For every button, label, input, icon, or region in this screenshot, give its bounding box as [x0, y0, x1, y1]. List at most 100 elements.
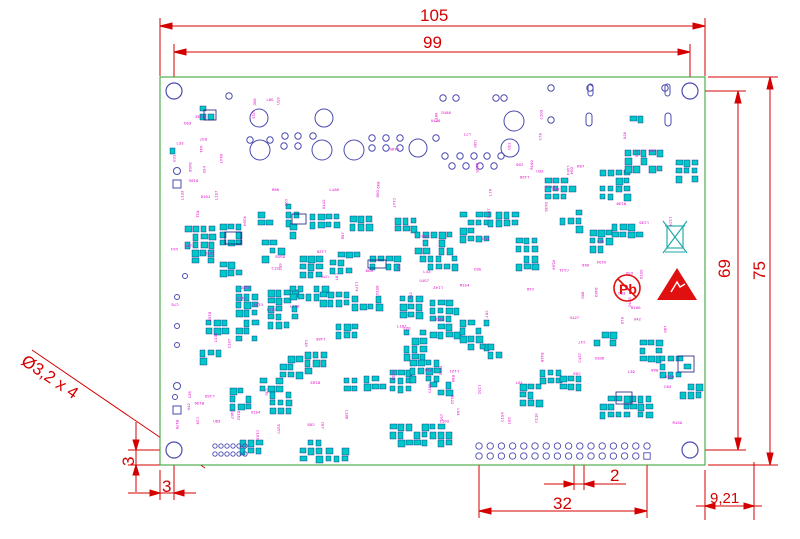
svg-text:U132: U132 — [195, 113, 205, 117]
svg-text:C47: C47 — [578, 339, 586, 343]
svg-text:D34: D34 — [568, 167, 572, 175]
svg-text:C93: C93 — [283, 199, 287, 207]
dim-connector-length: 32 — [553, 494, 572, 513]
svg-text:C103: C103 — [255, 430, 259, 440]
svg-text:L43: L43 — [423, 271, 431, 275]
svg-text:D56: D56 — [254, 98, 258, 106]
svg-text:L174: L174 — [353, 282, 357, 292]
svg-text:C107: C107 — [228, 338, 232, 348]
no-pb-icon: Pb — [613, 274, 641, 302]
svg-text:C117: C117 — [391, 198, 395, 208]
svg-text:L39: L39 — [628, 371, 636, 375]
svg-text:U106: U106 — [595, 358, 605, 362]
svg-text:D183: D183 — [593, 287, 597, 297]
svg-text:Pb: Pb — [619, 281, 637, 297]
svg-text:D22: D22 — [403, 325, 411, 329]
svg-text:D36: D36 — [398, 264, 402, 272]
svg-text:U171: U171 — [185, 245, 195, 249]
svg-text:L79: L79 — [489, 188, 493, 196]
svg-text:R159: R159 — [275, 256, 285, 260]
svg-text:D136: D136 — [205, 252, 215, 256]
svg-text:C103: C103 — [540, 109, 544, 119]
svg-text:R88: R88 — [651, 367, 659, 371]
dim-hole-offset-y: 3 — [119, 456, 138, 466]
svg-text:R100: R100 — [550, 260, 554, 270]
dim-connector-offset: 9,21 — [710, 490, 740, 507]
dim-overall-width: 105 — [420, 6, 449, 25]
svg-text:D42: D42 — [552, 188, 560, 192]
svg-text:C29: C29 — [195, 417, 199, 425]
svg-text:L152: L152 — [477, 385, 481, 395]
svg-text:C172: C172 — [236, 295, 246, 299]
through-holes — [172, 83, 672, 415]
svg-text:L124: L124 — [667, 217, 671, 227]
svg-text:R30: R30 — [365, 268, 373, 272]
dim-hole-spacing-width: 99 — [423, 33, 442, 52]
dim-hole-spacing-height: 69 — [715, 259, 734, 278]
svg-text:L61: L61 — [516, 382, 524, 386]
svg-text:C155: C155 — [278, 423, 282, 433]
svg-text:D38: D38 — [375, 190, 379, 198]
svg-text:R97: R97 — [577, 165, 585, 169]
svg-text:U42: U42 — [634, 319, 642, 323]
svg-text:D105: D105 — [188, 178, 198, 182]
svg-text:C180: C180 — [429, 383, 433, 393]
svg-text:L157: L157 — [216, 190, 220, 200]
svg-text:U138: U138 — [253, 302, 263, 306]
svg-text:L19: L19 — [280, 263, 284, 271]
svg-text:L189: L189 — [290, 306, 300, 310]
svg-text:C68: C68 — [307, 422, 315, 426]
svg-text:R180: R180 — [631, 307, 641, 311]
svg-text:C154: C154 — [502, 412, 506, 422]
svg-text:L82: L82 — [508, 416, 512, 424]
svg-text:L94: L94 — [455, 408, 459, 416]
svg-text:L189: L189 — [436, 112, 440, 122]
esd-warning-icon — [657, 268, 697, 300]
svg-text:U57: U57 — [441, 413, 445, 421]
svg-text:L185: L185 — [315, 336, 325, 340]
svg-text:C82: C82 — [664, 386, 672, 390]
svg-text:U63: U63 — [213, 421, 221, 425]
svg-text:U127: U127 — [570, 317, 580, 321]
svg-text:D131: D131 — [440, 365, 444, 375]
svg-text:D158: D158 — [187, 162, 191, 172]
svg-text:U96: U96 — [648, 147, 656, 151]
svg-text:C67: C67 — [484, 311, 488, 319]
mounting-holes — [165, 82, 699, 459]
svg-text:R184: R184 — [242, 216, 246, 226]
svg-text:D135: D135 — [543, 202, 547, 212]
svg-text:C33: C33 — [618, 292, 626, 296]
svg-text:C68: C68 — [573, 370, 581, 374]
svg-text:D98: D98 — [582, 291, 586, 299]
svg-text:L77: L77 — [463, 131, 471, 135]
svg-text:R97: R97 — [342, 232, 346, 240]
svg-text:R130: R130 — [616, 201, 626, 205]
svg-text:U32: U32 — [536, 171, 544, 175]
svg-text:D101: D101 — [201, 196, 211, 200]
svg-text:D167: D167 — [488, 208, 492, 218]
svg-text:R139: R139 — [194, 400, 204, 404]
svg-text:L186: L186 — [344, 410, 348, 420]
svg-text:D19: D19 — [633, 150, 637, 158]
svg-text:U167: U167 — [229, 409, 233, 419]
svg-text:D162: D162 — [235, 411, 239, 421]
svg-text:R11: R11 — [195, 211, 199, 219]
svg-text:D143: D143 — [434, 318, 444, 322]
svg-text:R150: R150 — [665, 376, 675, 380]
svg-text:U51: U51 — [508, 142, 512, 150]
svg-text:U19: U19 — [278, 97, 282, 105]
svg-text:C114: C114 — [546, 186, 556, 190]
svg-text:R182: R182 — [392, 370, 396, 380]
svg-text:L90: L90 — [662, 325, 666, 333]
svg-text:D35: D35 — [474, 268, 482, 272]
svg-text:R92: R92 — [410, 292, 414, 300]
silkscreen-labels: U42L157D19L79C86C180D135R159R11C47U32C67… — [170, 97, 683, 441]
svg-text:C137: C137 — [579, 352, 583, 362]
svg-text:U126: U126 — [240, 285, 250, 289]
svg-text:U41: U41 — [170, 246, 178, 250]
svg-text:L33: L33 — [176, 142, 184, 146]
small-connector — [212, 443, 248, 457]
svg-text:C174: C174 — [266, 306, 276, 310]
